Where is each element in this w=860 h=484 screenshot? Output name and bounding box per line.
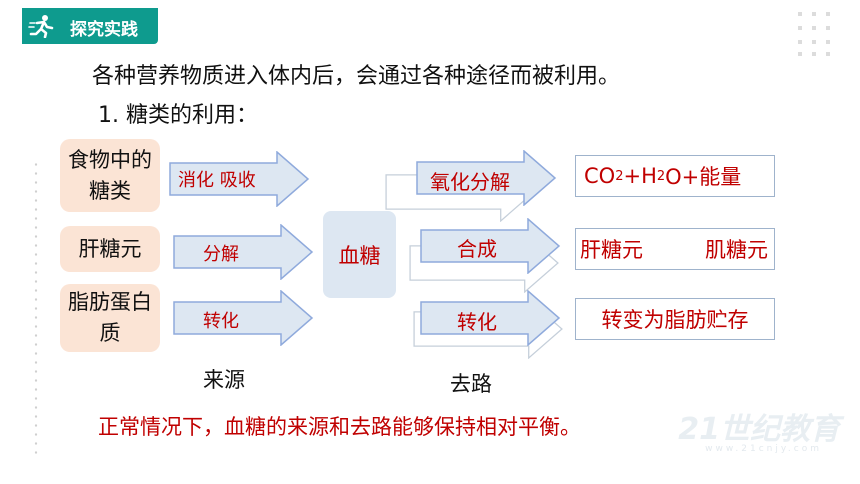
- left-dot-line: [34, 160, 38, 460]
- source-box-fat-protein: 脂肪蛋白质: [60, 284, 160, 352]
- runner-icon: [28, 15, 54, 38]
- arrow-label-transform: 转化: [457, 310, 497, 334]
- source-box-food-sugar: 食物中的糖类: [60, 139, 160, 212]
- blood-sugar-box: 血糖: [323, 211, 396, 298]
- intro-text: 各种营养物质进入体内后，会通过各种途径而被利用。: [92, 64, 621, 89]
- arrow-label-breakdown: 分解: [203, 244, 239, 265]
- arrow-label-digest-absorb: 消化 吸收: [178, 170, 256, 191]
- arrow-label-synthesis: 合成: [457, 237, 497, 261]
- conclusion-text: 正常情况下，血糖的来源和去路能够保持相对平衡。: [98, 415, 581, 439]
- result-liver-glycogen: 肝糖元: [580, 238, 643, 262]
- arrow-source-2: [173, 224, 313, 280]
- source-box-liver-glycogen: 肝糖元: [60, 226, 160, 272]
- caption-source: 来源: [203, 368, 245, 392]
- watermark-url: www.21cnjy.com: [705, 444, 822, 454]
- result-box-fat-storage: 转变为脂肪贮存: [575, 298, 775, 340]
- section-tab: 探究实践: [22, 8, 158, 44]
- caption-destination: 去路: [450, 372, 492, 396]
- watermark-logo: 21世纪教育: [678, 412, 840, 447]
- arrow-source-3: [173, 290, 313, 346]
- arrow-label-oxidation: 氧化分解: [430, 170, 510, 194]
- section-subtitle: 1. 糖类的利用：: [98, 103, 258, 128]
- result-muscle-glycogen: 肌糖元: [705, 238, 768, 262]
- result-box-glycogen: 肝糖元 肌糖元: [575, 228, 775, 270]
- arrow-label-convert: 转化: [203, 311, 239, 332]
- dot-grid-decoration: [798, 12, 830, 56]
- section-title: 探究实践: [70, 20, 138, 40]
